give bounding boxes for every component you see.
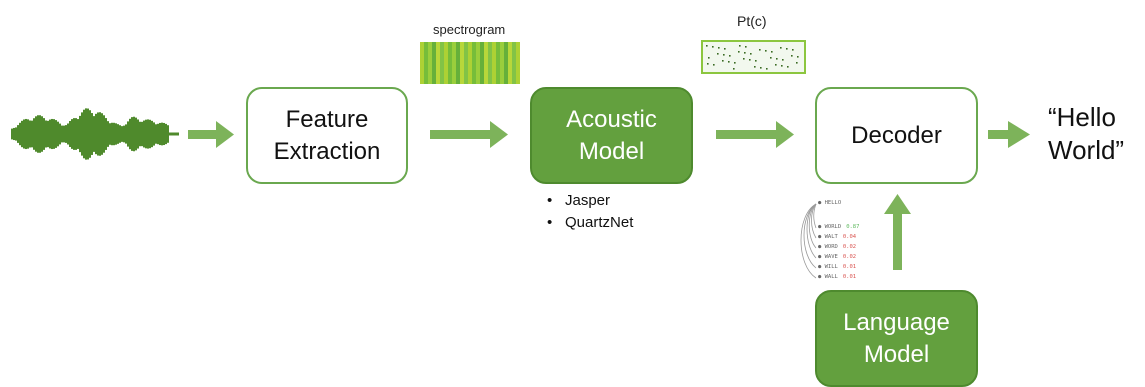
lm-candidate-prob: 0.04 bbox=[842, 234, 857, 240]
output-line1: “Hello bbox=[1048, 102, 1116, 132]
output-transcript: “Hello World” bbox=[1048, 101, 1124, 167]
decoder-label: Decoder bbox=[851, 121, 942, 149]
arrow-acoustic-to-decoder bbox=[716, 121, 794, 148]
acoustic-model-line2: Model bbox=[578, 137, 645, 165]
lm-candidate-prob: 0.87 bbox=[846, 224, 860, 230]
lm-candidate-word: WORLD bbox=[824, 224, 842, 230]
lm-context-word: ● HELLO bbox=[818, 200, 842, 206]
lm-candidate-word: WALT bbox=[824, 234, 838, 240]
language-model-box: Language Model bbox=[815, 290, 978, 387]
flow-arrows bbox=[188, 121, 1030, 270]
lm-context-text: HELLO bbox=[824, 200, 842, 206]
arrow-decoder-to-output bbox=[988, 121, 1030, 148]
lm-candidate-prob: 0.01 bbox=[842, 264, 857, 270]
lm-candidate-word: WAVE bbox=[824, 254, 838, 260]
arrow-waveform-to-feature bbox=[188, 121, 234, 148]
lm-candidate-word: WALL bbox=[824, 274, 838, 280]
acoustic-model-line1: Acoustic bbox=[566, 105, 657, 133]
lm-example-arcs bbox=[800, 203, 817, 279]
language-model-line1: Language bbox=[843, 308, 950, 336]
feature-extraction-box: Feature Extraction bbox=[246, 87, 408, 184]
example-item: QuartzNet bbox=[545, 212, 633, 234]
spectrogram-label: spectrogram bbox=[433, 22, 506, 37]
decoder-box: Decoder bbox=[815, 87, 978, 184]
feature-extraction-line1: Feature bbox=[285, 105, 369, 133]
acoustic-model-examples: Jasper QuartzNet bbox=[545, 190, 633, 234]
audio-waveform bbox=[11, 108, 179, 160]
lm-candidate-prob: 0.02 bbox=[842, 254, 857, 260]
lm-candidate-word: WILL bbox=[824, 264, 838, 270]
probability-label: Pt(c) bbox=[737, 13, 767, 29]
example-item: Jasper bbox=[545, 190, 633, 212]
language-model-line2: Model bbox=[863, 340, 930, 368]
lm-candidate-word: WORD bbox=[824, 244, 838, 250]
acoustic-model-box: Acoustic Model bbox=[530, 87, 693, 184]
arrow-feature-to-acoustic bbox=[430, 121, 508, 148]
lm-candidate-prob: 0.02 bbox=[842, 244, 857, 250]
arrow-language-to-decoder bbox=[884, 194, 911, 270]
lm-candidate-prob: 0.01 bbox=[842, 274, 857, 280]
probability-matrix-image bbox=[701, 40, 806, 74]
output-line2: World” bbox=[1048, 135, 1125, 165]
feature-extraction-line2: Extraction bbox=[273, 137, 381, 165]
spectrogram-image bbox=[420, 42, 520, 84]
